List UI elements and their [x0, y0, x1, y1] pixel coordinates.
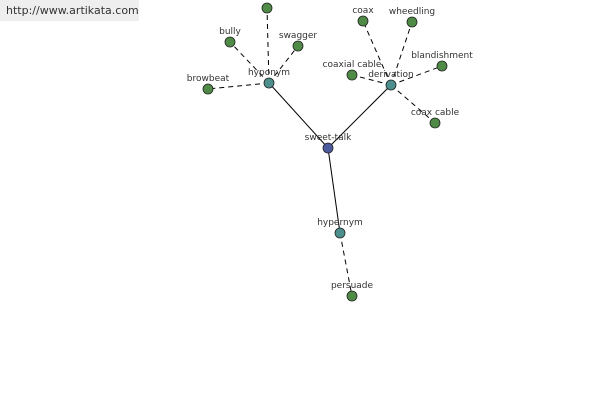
label-browbeat: browbeat [187, 74, 230, 84]
node-coax[interactable] [357, 15, 369, 27]
node-swagger[interactable] [292, 40, 304, 52]
node-browbeat[interactable] [202, 83, 214, 95]
node-hyponym[interactable] [263, 77, 275, 89]
label-swagger: swagger [279, 31, 318, 41]
edge-bully [229, 41, 270, 84]
node-sweet-talk[interactable] [322, 142, 334, 154]
label-hypernym: hypernym [317, 218, 363, 228]
node-coaxial-cable[interactable] [346, 69, 358, 81]
edge-hypernym [327, 147, 341, 234]
label-coaxial-cable: coaxial cable [323, 60, 382, 70]
label-bully: bully [219, 27, 241, 37]
label-hyponym: hyponym [248, 68, 290, 78]
label-blandishment: blandishment [411, 51, 473, 61]
edge-wheedling [390, 21, 413, 86]
graph-nodes [202, 2, 448, 302]
watermark-url: http://www.artikata.com [0, 0, 139, 21]
node-wheedling[interactable] [406, 16, 418, 28]
edge-blandishment [390, 65, 443, 86]
label-coax-cable: coax cable [411, 108, 460, 118]
edge-coaxial-cable [351, 74, 392, 86]
label-sweet-talk: sweet-talk [305, 133, 352, 143]
node-bully[interactable] [224, 36, 236, 48]
node-coax-cable[interactable] [429, 117, 441, 129]
label-coax: coax [352, 6, 374, 16]
edge-leaf-top [266, 7, 270, 84]
node-blandishment[interactable] [436, 60, 448, 72]
edge-persuade [339, 232, 353, 297]
node-leaf-top[interactable] [261, 2, 273, 14]
edge-swagger [268, 45, 299, 84]
edge-coax-cable [390, 84, 436, 124]
label-wheedling: wheedling [389, 7, 435, 17]
node-hypernym[interactable] [334, 227, 346, 239]
label-persuade: persuade [331, 281, 374, 291]
graph-edges [207, 7, 443, 297]
edge-hyponym [268, 82, 329, 149]
edge-browbeat [207, 82, 270, 90]
edge-coax [362, 20, 392, 86]
edge-derivation [327, 84, 392, 149]
node-persuade[interactable] [346, 290, 358, 302]
node-derivation[interactable] [385, 79, 397, 91]
label-derivation: derivation [368, 70, 414, 80]
graph-labels: sweet-talk hyponym derivation hypernym bully… [187, 6, 473, 291]
